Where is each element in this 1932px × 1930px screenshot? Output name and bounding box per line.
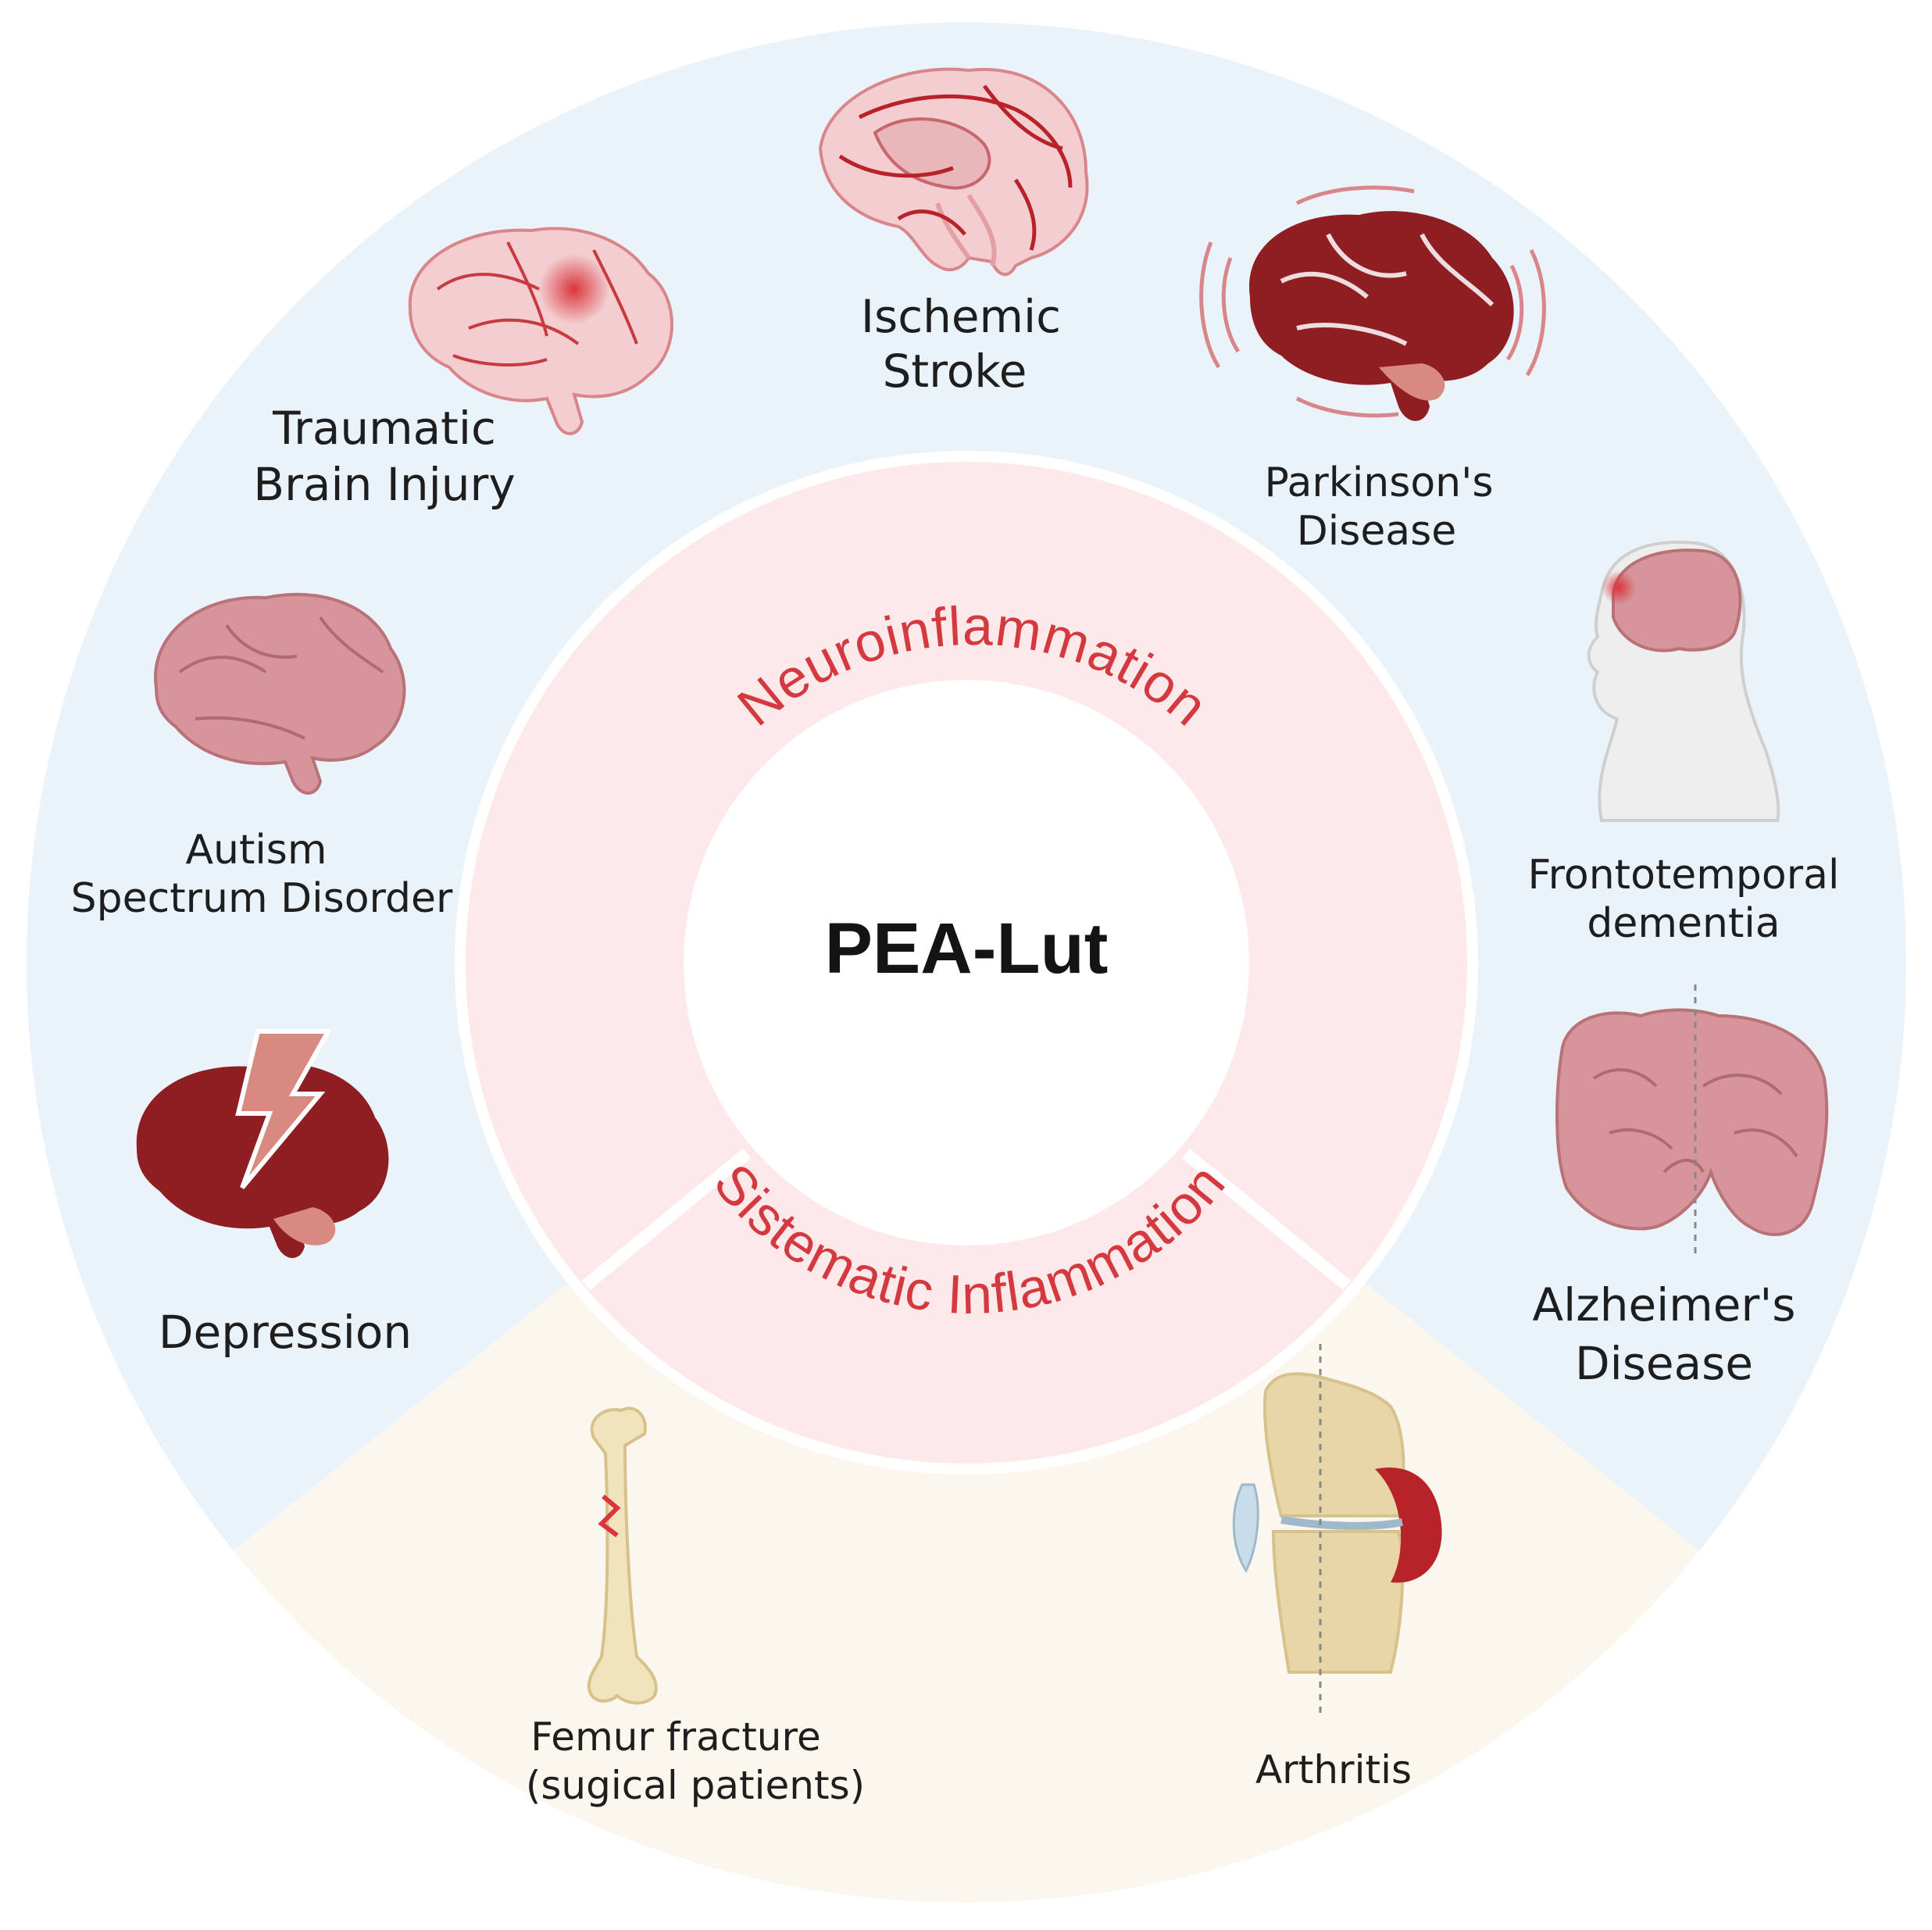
femur-fracture-label: Femur fracture (sugical patients) [526,1714,865,1808]
injured-brain-icon [408,227,673,435]
svg-text:Traumatic: Traumatic [272,402,496,455]
svg-text:Arthritis: Arthritis [1255,1747,1412,1792]
femur-bone-icon [587,1406,658,1705]
frontotemporal-head-icon [1587,540,1780,822]
alzheimer-brain-section-icon [1555,985,1829,1258]
svg-text:Depression: Depression [159,1306,412,1359]
svg-text:Brain Injury: Brain Injury [253,458,515,511]
svg-text:Frontotemporal: Frontotemporal [1528,852,1840,899]
svg-text:Stroke: Stroke [883,345,1027,398]
svg-text:Femur fracture: Femur fracture [530,1714,820,1760]
svg-text:(sugical patients): (sugical patients) [526,1763,865,1808]
center-title: PEA-Lut [825,909,1109,988]
arthritis-label: Arthritis [1255,1747,1412,1792]
frontotemporal-label: Frontotemporal dementia [1528,852,1840,947]
parkinsons-label: Parkinson's Disease [1264,459,1493,555]
autism-label: Autism Spectrum Disorder [71,827,453,922]
depression-label: Depression [159,1306,412,1359]
alzheimers-label: Alzheimer's Disease [1533,1278,1796,1390]
svg-text:Disease: Disease [1297,508,1457,555]
autism-brain-icon [154,592,406,795]
ring-divider-left [581,1148,752,1291]
knee-joint-icon [1232,1344,1442,1719]
stroke-brain-icon [818,67,1089,277]
svg-text:Ischemic: Ischemic [861,290,1061,343]
svg-text:Parkinson's: Parkinson's [1264,459,1493,506]
parkinson-brain-icon [1199,185,1546,421]
traumatic-brain-injury-label: Traumatic Brain Injury [253,402,515,511]
svg-text:Disease: Disease [1575,1337,1753,1390]
ring-divider-right [1181,1148,1352,1291]
svg-text:Autism: Autism [185,827,327,874]
depression-brain-icon [136,1029,389,1258]
svg-text:Alzheimer's: Alzheimer's [1533,1278,1796,1331]
ischemic-stroke-label: Ischemic Stroke [861,290,1061,398]
svg-text:Spectrum Disorder: Spectrum Disorder [71,875,453,922]
svg-text:dementia: dementia [1587,900,1780,947]
center-disc [684,680,1249,1246]
